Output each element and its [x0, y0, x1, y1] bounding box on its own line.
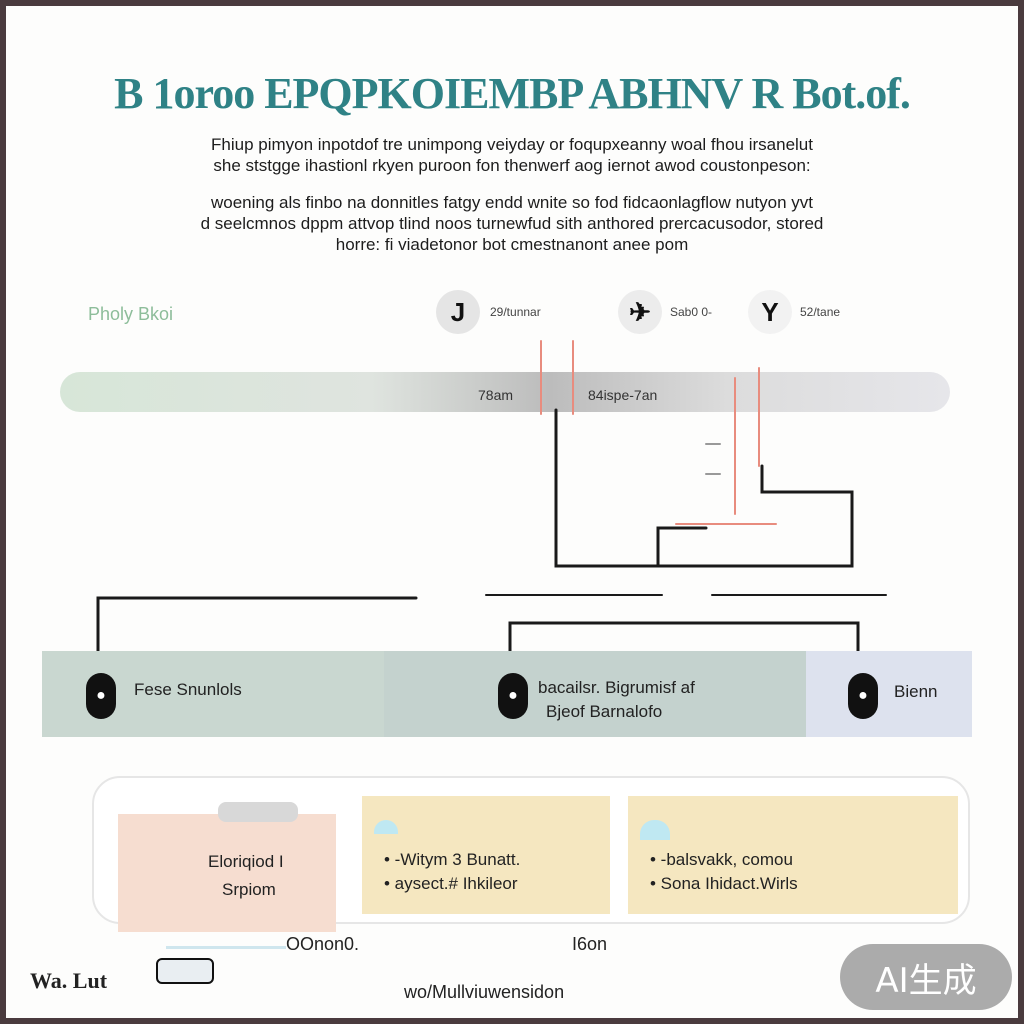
footer-caption: wo/Mullviuwensidon: [404, 982, 565, 1002]
intro-line: Fhiup pimyon inpotdof tre unimpong veiyd…: [211, 135, 813, 154]
footer-logo: Wa. Lut: [30, 968, 108, 993]
marker-icon-2: ✈: [618, 290, 662, 334]
infographic-canvas: B 1oroo EPQPKOIEMBP ABHNV R Bot.of. Fhiu…: [6, 6, 1018, 1018]
droplet-icon: [374, 820, 398, 834]
marker-label-2: Sab0 0-: [670, 305, 713, 319]
card-2-line-1: • -Witym 3 Bunatt.: [384, 850, 521, 869]
timeline-start-label: Pholy Bkoi: [88, 304, 174, 324]
card-1-line-1: Eloriqiod I: [208, 852, 284, 871]
card-3-line-1: • -balsvakk, comou: [650, 850, 793, 869]
marker-label-1: 29/tunnar: [490, 305, 541, 319]
ai-generated-badge: AI生成: [840, 944, 1012, 1010]
person-icon: ●: [86, 673, 116, 719]
marker-icon-1: J: [436, 290, 480, 334]
marker-icon-3: Y: [748, 290, 792, 334]
card-2: • -Witym 3 Bunatt. • aysect.# Ihkileor: [362, 796, 610, 914]
footer-logo-mark: [156, 958, 214, 984]
band-segment-3: [806, 651, 972, 737]
band-text-1: Fese Snunlols: [134, 680, 242, 699]
footer-value-left: OOnon0.: [286, 934, 360, 954]
timeline-bar: [60, 372, 950, 412]
band-text-2b: Bjeof Barnalofo: [546, 702, 663, 721]
intro-line: d seelcmnos dppm attvop tlind noos turne…: [200, 214, 824, 233]
band-segment-2: [384, 651, 806, 737]
page-title: B 1oroo EPQPKOIEMBP ABHNV R Bot.of.: [114, 69, 911, 118]
band-text-2a: bacailsr. Bigrumisf af: [538, 678, 695, 697]
timeline-bar-label-1: 78am: [478, 387, 514, 403]
intro-text-top: Fhiup pimyon inpotdof tre unimpong veiyd…: [106, 134, 918, 176]
card-1: Eloriqiod I Srpiom: [118, 802, 336, 932]
person-icon: ●: [848, 673, 878, 719]
card-3: • -balsvakk, comou • Sona Ihidact.Wirls: [628, 796, 958, 914]
intro-line: she ststgge ihastionl rkyen puroon fon t…: [213, 156, 811, 175]
intro-line: horre: fi viadetonor bot cmestnanont ane…: [335, 235, 689, 254]
card-tab: [218, 802, 298, 822]
intro-line: woening als finbo na donnitles fatgy end…: [210, 193, 813, 212]
band-text-3: Bienn: [894, 682, 938, 701]
intro-text-bottom: woening als finbo na donnitles fatgy end…: [106, 192, 918, 255]
connector-lines: [96, 340, 887, 672]
timeline-bar-label-2: 84ispe-7an: [588, 387, 658, 403]
marker-label-3: 52/tane: [800, 305, 841, 319]
card-2-line-2: • aysect.# Ihkileor: [384, 874, 518, 893]
phase-band: ● Fese Snunlols ● bacailsr. Bigrumisf af…: [42, 651, 972, 737]
footer-line: [166, 946, 286, 949]
person-icon: ●: [498, 673, 528, 719]
card-3-line-2: • Sona Ihidact.Wirls: [650, 874, 798, 893]
droplet-icon: [640, 820, 670, 840]
footer-value-mid: I6on: [572, 934, 608, 954]
card-1-line-2: Srpiom: [222, 880, 276, 899]
